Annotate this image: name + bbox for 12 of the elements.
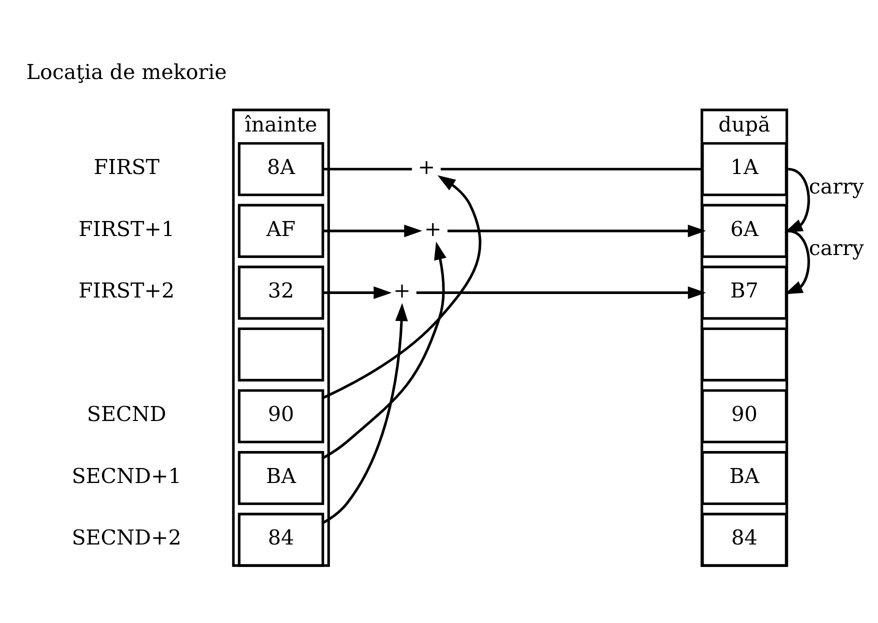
label: SECND [86,402,166,426]
edge-label: carry [808,236,864,260]
node-text: + [418,154,436,179]
label: FIRST+2 [78,278,175,302]
label: Locaţia de mekorie [26,59,227,84]
label: FIRST [94,154,160,179]
label: FIRST+1 [78,216,175,240]
node-text: + [393,278,411,302]
label: SECND+1 [72,463,182,488]
node-text: + [424,216,442,240]
label: SECND+2 [72,525,182,550]
edge-label: carry [808,174,864,198]
